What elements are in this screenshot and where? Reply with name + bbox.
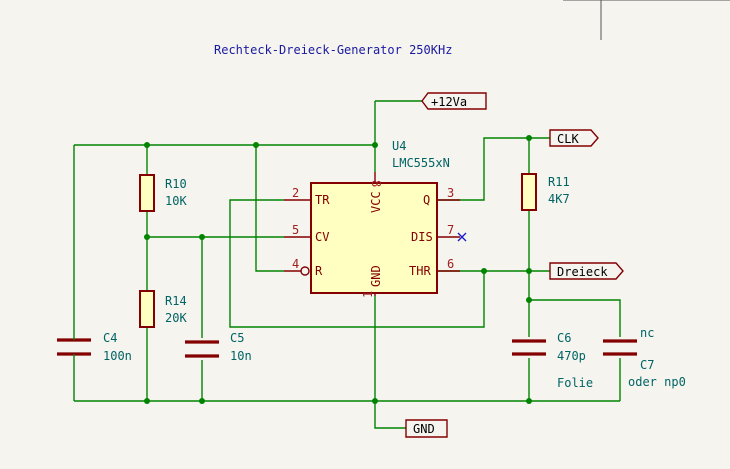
pin-name-dis: DIS [411, 230, 433, 244]
resistor-body [139, 290, 155, 328]
net-label-text: CLK [557, 132, 579, 146]
pin-name-cv: CV [315, 230, 329, 244]
junction-dot [526, 398, 532, 404]
capacitor-value: 100n [103, 349, 132, 363]
pin-name-r: R [315, 264, 323, 278]
junction-dot [253, 142, 259, 148]
net-label-vcc[interactable]: +12Va [421, 92, 487, 110]
resistor-value: 20K [165, 311, 187, 325]
pin-number-cv: 5 [292, 223, 299, 237]
junctions [144, 135, 532, 404]
schematic-title: Rechteck-Dreieck-Generator 250KHz [214, 43, 452, 57]
pin-name-thr: THR [409, 264, 431, 278]
junction-dot [526, 268, 532, 274]
resistor-r14[interactable]: R14 20K [139, 290, 187, 328]
ic-u4[interactable]: TR CV R Q DIS THR VCC GND 2 5 4 3 7 6 8 … [284, 139, 467, 298]
junction-dot [199, 398, 205, 404]
ic-value: LMC555xN [392, 156, 450, 170]
pin-number-vcc: 8 [369, 180, 383, 187]
junction-dot [199, 234, 205, 240]
resistor-body [139, 174, 155, 212]
resistor-r11[interactable]: R11 4K7 [521, 173, 570, 211]
junction-dot [144, 398, 150, 404]
capacitor-note: oder np0 [628, 375, 686, 389]
pin-name-gnd: GND [369, 265, 383, 287]
junction-dot [526, 297, 532, 303]
pin-number-q: 3 [447, 186, 454, 200]
capacitor-c5[interactable]: C5 10n [185, 331, 252, 363]
junction-dot [144, 142, 150, 148]
resistor-value: 10K [165, 194, 187, 208]
no-connect-marker [457, 232, 467, 242]
capacitor-c7[interactable]: nc C7 oder np0 [603, 326, 686, 389]
capacitor-c6[interactable]: C6 470p Folie [512, 331, 593, 390]
resistor-body [521, 173, 537, 211]
sheet-border [563, 0, 730, 40]
junction-dot [372, 398, 378, 404]
capacitor-value: 10n [230, 349, 252, 363]
pin-number-r: 4 [292, 257, 299, 271]
capacitor-c4[interactable]: C4 100n [57, 331, 132, 368]
resistor-value: 4K7 [548, 192, 570, 206]
capacitor-note: Folie [557, 376, 593, 390]
net-label-text: Dreieck [557, 265, 608, 279]
net-label-text: +12Va [431, 95, 467, 109]
resistor-reference: R11 [548, 175, 570, 189]
resistor-reference: R14 [165, 294, 187, 308]
junction-dot [526, 135, 532, 141]
net-label-gnd[interactable]: GND [405, 419, 448, 438]
pin-name-vcc: VCC [369, 191, 383, 213]
pin-name-tr: TR [315, 193, 330, 207]
pin-number-thr: 6 [447, 257, 454, 271]
pin-number-dis: 7 [447, 223, 454, 237]
pin-number-tr: 2 [292, 186, 299, 200]
ic-reference: U4 [392, 139, 406, 153]
capacitor-value: nc [640, 326, 654, 340]
ic-body [310, 182, 438, 294]
capacitor-value: 470p [557, 349, 586, 363]
pin-name-q: Q [423, 193, 430, 207]
reset-inversion-bubble [300, 266, 310, 276]
pin-number-gnd: 1 [361, 291, 375, 298]
net-label-clk[interactable]: CLK [549, 129, 599, 147]
net-label-dreieck[interactable]: Dreieck [549, 262, 624, 280]
capacitor-reference: C6 [557, 331, 571, 345]
resistor-reference: R10 [165, 177, 187, 191]
junction-dot [372, 142, 378, 148]
net-label-text: GND [413, 422, 435, 436]
capacitor-reference: C4 [103, 331, 117, 345]
capacitor-reference: C7 [640, 358, 654, 372]
resistor-r10[interactable]: R10 10K [139, 174, 187, 212]
junction-dot [144, 234, 150, 240]
capacitor-reference: C5 [230, 331, 244, 345]
junction-dot [481, 268, 487, 274]
